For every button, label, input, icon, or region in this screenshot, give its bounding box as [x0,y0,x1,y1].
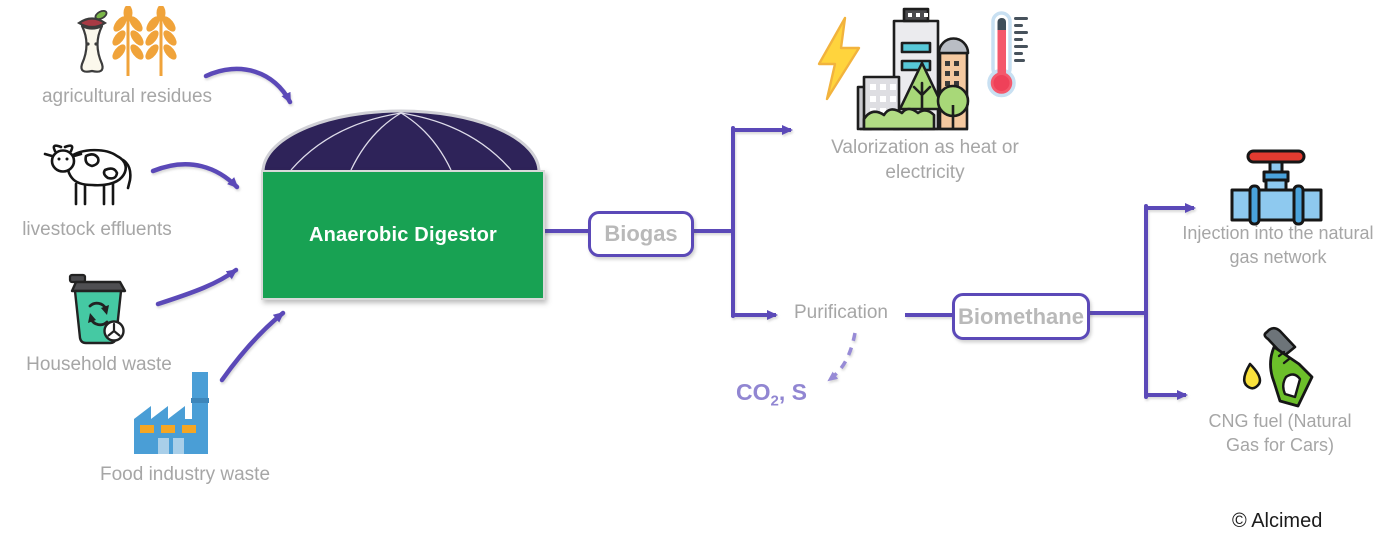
co2-sulfur-label: CO2, S [736,379,807,410]
livestock-effluents-label: livestock effluents [22,219,172,240]
fuel-nozzle-icon [1242,326,1314,408]
co2-prefix: CO [736,379,771,405]
city-icon [856,7,970,131]
injection-label: Injection into the natural gas network [1182,223,1374,267]
anaerobic-digestor: Anaerobic Digestor [261,170,545,300]
thermometer-icon [987,11,1028,98]
co2-subscript: 2 [770,392,779,410]
biomethane-box: Biomethane [952,293,1090,340]
agricultural-residues-icon [76,6,177,76]
lightning-icon [817,16,861,101]
food-industry-waste-label: Food industry waste [99,464,271,485]
digestor-dome [261,109,541,172]
purification-label: Purification [794,302,888,323]
pipeline-valve-icon [1230,149,1323,226]
sulfur-suffix: , S [778,379,807,405]
factory-icon [134,372,209,454]
biogas-box: Biogas [588,211,694,257]
wheat-icon [145,6,177,76]
agricultural-residues-label: agricultural residues [41,86,213,107]
valorization-label: Valorization as heat or electricity [831,137,1019,184]
copyright-credit: © Alcimed [1232,510,1323,532]
biomethane-label: Biomethane [958,303,1084,329]
apple-core-icon [76,9,108,73]
biogas-label: Biogas [604,221,678,246]
wheat-icon [112,6,144,76]
household-waste-label: Household waste [26,354,172,375]
recycle-bin-icon [68,273,127,345]
cow-icon [43,144,132,206]
cng-fuel-label: CNG fuel (Natural Gas for Cars) [1208,411,1352,455]
anaerobic-digestor-label: Anaerobic Digestor [308,223,498,246]
